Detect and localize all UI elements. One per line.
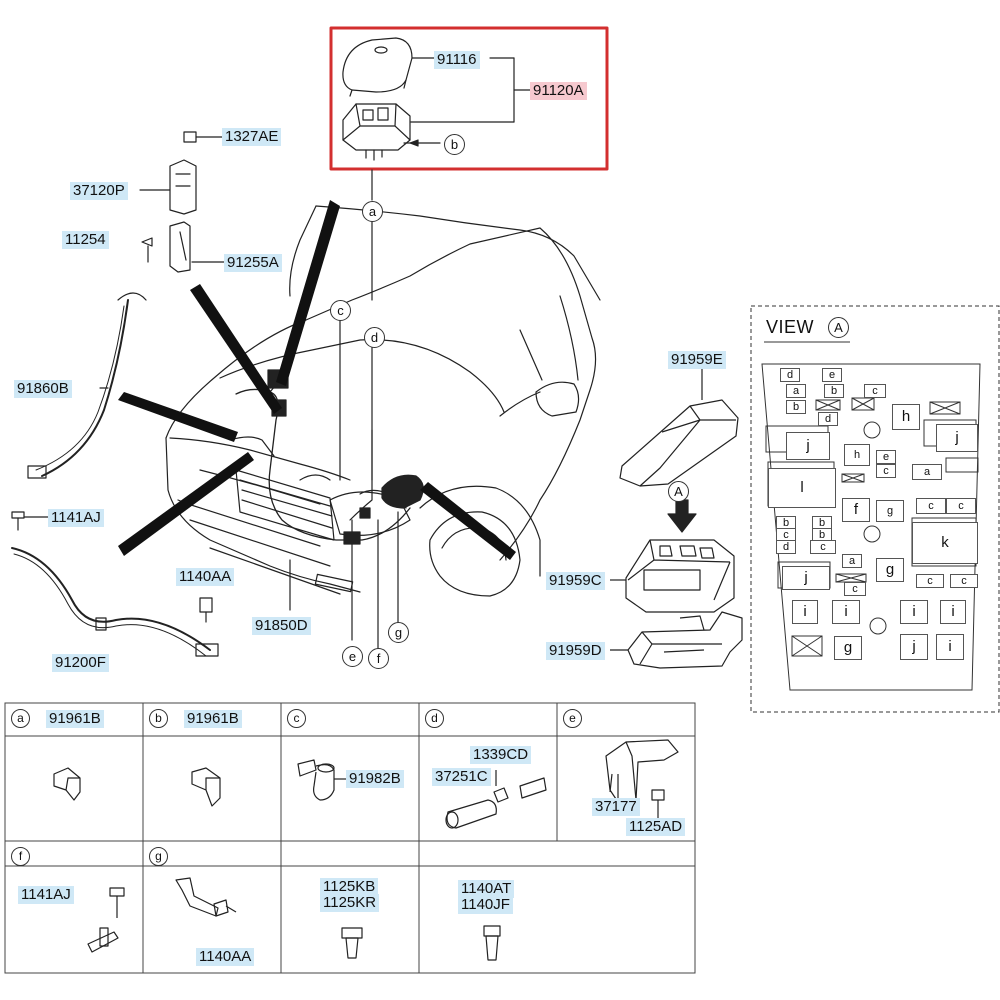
table-part-number[interactable]: 37177 bbox=[592, 798, 640, 816]
view-fuse-label: h bbox=[844, 444, 870, 466]
letter-view-a[interactable]: A bbox=[668, 481, 689, 502]
callout-91200f[interactable]: 91200F bbox=[52, 654, 109, 672]
callout-91850d[interactable]: 91850D bbox=[252, 617, 311, 635]
view-fuse-label: l bbox=[768, 468, 836, 508]
view-fuse-label: h bbox=[892, 404, 920, 430]
callout-91255a[interactable]: 91255A bbox=[224, 254, 282, 272]
letter-c[interactable]: c bbox=[330, 300, 351, 321]
view-fuse-label: a bbox=[786, 384, 806, 398]
relay-box-parts bbox=[610, 368, 743, 669]
callout-91959d[interactable]: 91959D bbox=[546, 642, 605, 660]
view-title-letter: A bbox=[828, 317, 849, 338]
table-part-number[interactable]: 1140AA bbox=[196, 948, 255, 966]
view-fuse-label: e bbox=[822, 368, 842, 382]
callout-91959e[interactable]: 91959E bbox=[668, 351, 726, 369]
view-fuse-label: i bbox=[792, 600, 818, 624]
letter-e[interactable]: e bbox=[342, 646, 363, 667]
view-fuse-label: c bbox=[946, 498, 976, 514]
view-fuse-label: b bbox=[812, 516, 832, 530]
table-part-number[interactable]: 1140JF bbox=[458, 896, 513, 914]
letter-g[interactable]: g bbox=[388, 622, 409, 643]
view-fuse-label: k bbox=[912, 522, 978, 564]
view-fuse-label: a bbox=[842, 554, 862, 568]
view-fuse-label: g bbox=[876, 500, 904, 522]
view-fuse-label: c bbox=[916, 574, 944, 588]
view-title-text: VIEW bbox=[766, 317, 815, 337]
table-part-number[interactable]: 1125AD bbox=[626, 818, 686, 836]
callout-91120a[interactable]: 91120A bbox=[530, 82, 587, 100]
view-fuse-label: g bbox=[834, 636, 862, 660]
table-cell-letter: e bbox=[563, 709, 582, 728]
view-title: VIEW bbox=[766, 317, 814, 338]
callout-1327ae[interactable]: 1327AE bbox=[222, 128, 282, 146]
view-fuse-label: d bbox=[818, 412, 838, 426]
letter-d[interactable]: d bbox=[364, 327, 385, 348]
callout-91860b[interactable]: 91860B bbox=[14, 380, 72, 398]
view-fuse-label: j bbox=[782, 566, 830, 590]
view-fuse-label: a bbox=[912, 464, 942, 480]
view-fuse-label: i bbox=[900, 600, 928, 624]
view-fuse-label: c bbox=[876, 464, 896, 478]
fuse-block-shape bbox=[342, 103, 411, 151]
table-cell-letter: d bbox=[425, 709, 444, 728]
table-part-number[interactable]: 37251C bbox=[432, 768, 491, 786]
pointer-wedges bbox=[118, 200, 516, 560]
table-part-number[interactable]: 91982B bbox=[346, 770, 404, 788]
view-fuse-label: c bbox=[844, 582, 866, 596]
table-part-number[interactable]: 1125KR bbox=[320, 894, 380, 912]
callout-1140aa[interactable]: 1140AA bbox=[176, 568, 235, 586]
view-fuse-label: c bbox=[810, 540, 836, 554]
table-part-number[interactable]: 91961B bbox=[184, 710, 242, 728]
view-fuse-label: b bbox=[824, 384, 844, 398]
view-fuse-label: f bbox=[842, 498, 870, 522]
view-fuse-label: i bbox=[936, 634, 964, 660]
callout-91116[interactable]: 91116 bbox=[434, 51, 480, 69]
table-part-number[interactable]: 1125KB bbox=[320, 878, 379, 896]
view-fuse-label: j bbox=[786, 432, 830, 460]
table-cell-letter: g bbox=[149, 847, 168, 866]
callout-1141aj[interactable]: 1141AJ bbox=[48, 509, 104, 527]
view-fuse-label: c bbox=[916, 498, 946, 514]
view-fuse-label: d bbox=[776, 540, 796, 554]
table-cell-letter: b bbox=[149, 709, 168, 728]
table-part-number[interactable]: 1140AT bbox=[458, 880, 515, 898]
view-fuse-label: i bbox=[832, 600, 860, 624]
callout-37120p[interactable]: 37120P bbox=[70, 182, 128, 200]
table-cell-letter: a bbox=[11, 709, 30, 728]
car-roof-hood bbox=[165, 227, 597, 561]
highlight-frame bbox=[329, 26, 609, 171]
view-fuse-label: e bbox=[876, 450, 896, 464]
letter-f[interactable]: f bbox=[368, 648, 389, 669]
parts-table-grid bbox=[4, 702, 696, 974]
table-cell-letter: f bbox=[11, 847, 30, 866]
view-fuse-label: i bbox=[940, 600, 966, 624]
callout-91959c[interactable]: 91959C bbox=[546, 572, 605, 590]
table-cell-letter: c bbox=[287, 709, 306, 728]
letter-b-top[interactable]: b bbox=[444, 134, 465, 155]
view-fuse-label: c bbox=[864, 384, 886, 398]
view-fuse-label: d bbox=[780, 368, 800, 382]
table-part-number[interactable]: 1339CD bbox=[470, 746, 532, 764]
view-fuse-label: b bbox=[786, 400, 806, 414]
view-fuse-label: g bbox=[876, 558, 904, 582]
view-fuse-label: c bbox=[950, 574, 978, 588]
callout-11254[interactable]: 11254 bbox=[62, 231, 109, 249]
letter-a[interactable]: a bbox=[362, 201, 383, 222]
view-fuse-label: j bbox=[900, 634, 928, 660]
table-part-drawings bbox=[53, 739, 679, 961]
view-fuse-label: j bbox=[936, 424, 978, 452]
table-part-number[interactable]: 1141AJ bbox=[18, 886, 74, 904]
table-part-number[interactable]: 91961B bbox=[46, 710, 104, 728]
fuse-cover-shape bbox=[342, 37, 413, 93]
